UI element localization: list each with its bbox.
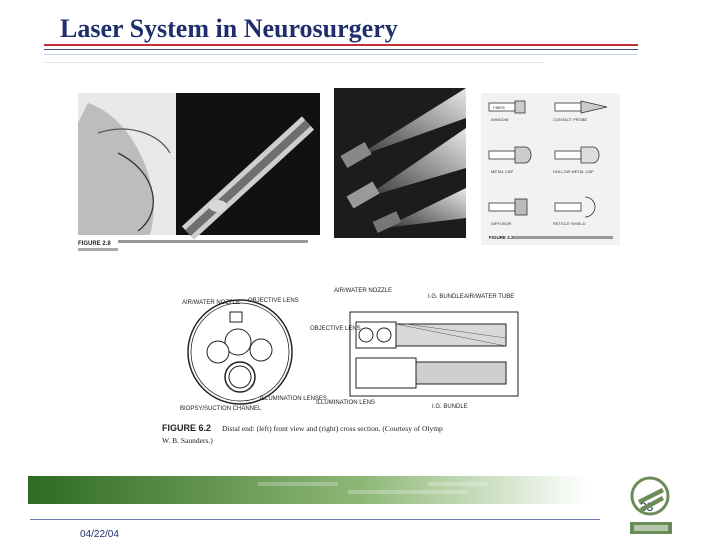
tip-reticle-label: RETICLE SHIELD [553,221,586,226]
tip-contact-label: CONTACT PROBE [553,117,587,122]
figure-fiber-tips-diagram: WINDOW CONTACT PROBE METAL CAP HOLLOW ME… [481,93,620,245]
title-rule-thin [44,54,638,55]
label-biopsy-channel: BIOPSY/SUCTION CHANNEL [180,406,262,412]
fig1-caption: FIGURE 2.8 [78,241,111,247]
label-air-water-nozzle-left: AIR/WATER NOZZLE [182,300,240,306]
fig4-caption-label: FIGURE 6.2 [162,423,211,433]
tip-fiber-label: FIBER [493,105,505,110]
footer-band [28,476,588,504]
figure-fiber-photo: FIGURE 2.8 [78,93,320,253]
label-ig-bundle-top: I.G. BUNDLE [428,294,464,300]
institution-logo-icon [600,470,700,540]
label-illumination-lens: ILLUMINATION LENS [316,400,375,406]
fig4-caption-line2: W. B. Saunders.) [162,436,213,445]
title-rule-blue [44,49,638,50]
title-rule-red [44,44,638,46]
figure-laser-beams-photo [334,88,466,238]
label-objective-lens-right: OBJECTIVE LENS [310,326,361,332]
tip-hollow-label: HOLLOW METAL CAP [553,169,594,174]
tip-metal-label: METAL CAP [491,169,514,174]
fig4-caption-text: Distal end: (left) front view and (right… [222,424,443,433]
figure-endoscope-distal-end: AIR/WATER NOZZLE OBJECTIVE LENS ILLUMINA… [160,282,520,452]
label-ig-bundle-bottom: I.G. BUNDLE [432,404,468,410]
tip-window-label: WINDOW [491,117,509,122]
label-air-water-nozzle-right: AIR/WATER NOZZLE [334,288,392,294]
slide-title: Laser System in Neurosurgery [60,14,398,43]
label-illumination-lenses: ILLUMINATION LENSES [260,396,327,402]
footer-line [30,519,600,520]
label-objective-lens-left: OBJECTIVE LENS [248,298,299,304]
fig3-caption: FIGURE 2.2 [489,235,514,240]
slide-date: 04/22/04 [80,529,119,540]
label-air-water-tube: AIR/WATER TUBE [464,294,514,300]
title-rule-faint [44,62,544,63]
tip-diffusor-label: DIFFUSOR [491,221,512,226]
